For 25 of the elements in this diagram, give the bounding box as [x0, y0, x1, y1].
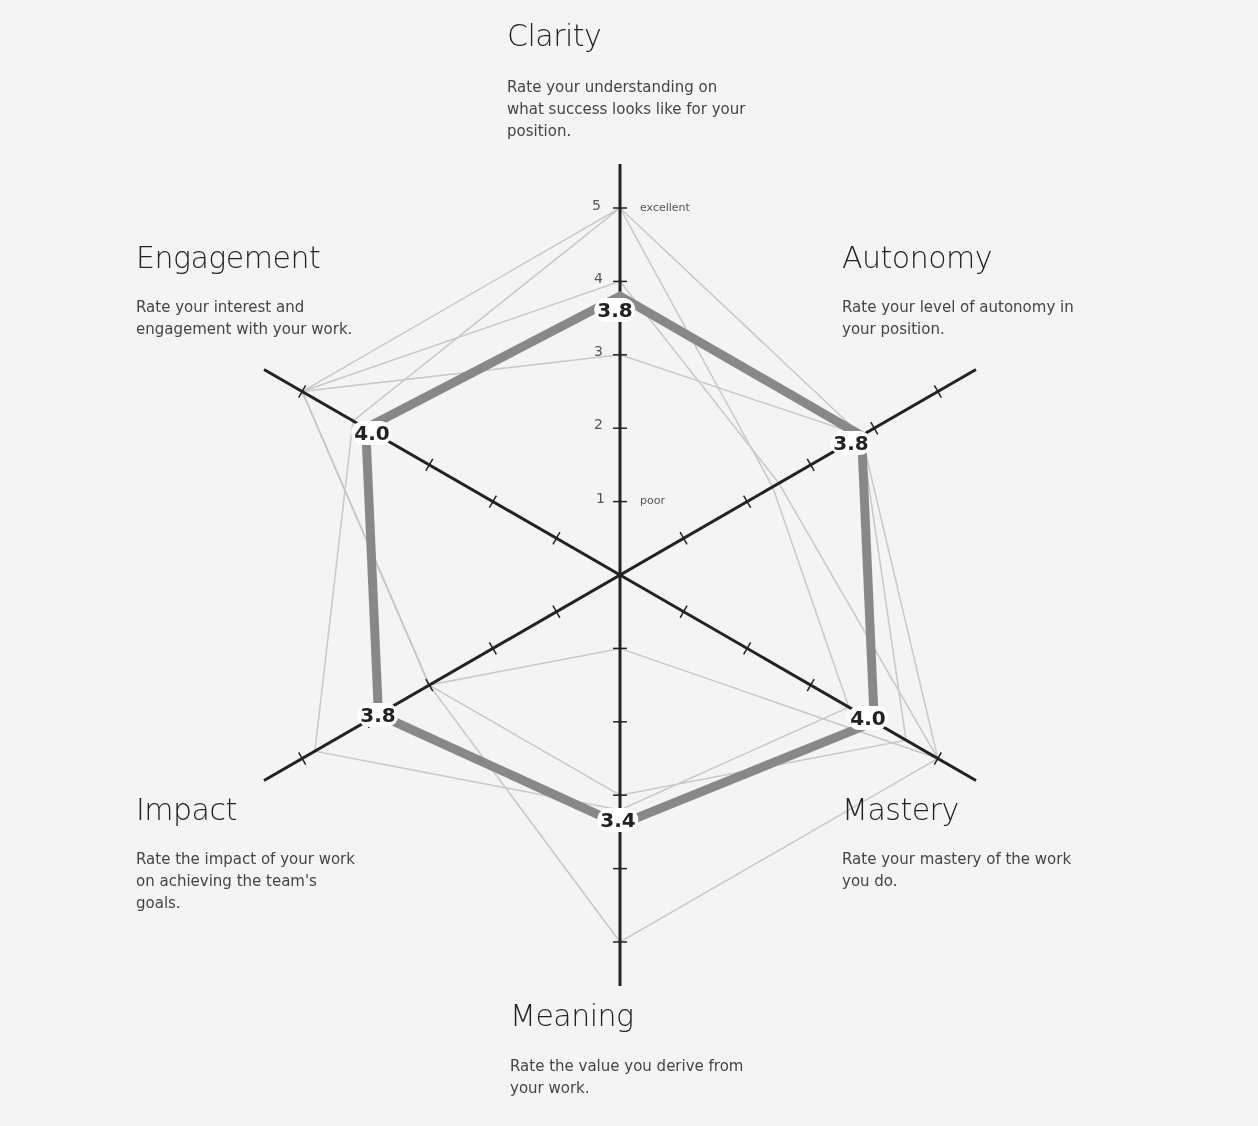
axis-description: Rate your interest and engagement with your work. [136, 297, 354, 340]
axis-title: Clarity [507, 18, 602, 53]
value-label: 3.8 [357, 703, 399, 727]
axis-description: Rate your level of autonomy in your position. [842, 297, 1075, 340]
value-label: 3.8 [830, 431, 872, 455]
axis-title: Engagement [136, 240, 321, 275]
axis-description: Rate the value you derive from your work. [510, 1056, 745, 1099]
tick-label: 1 [596, 490, 605, 506]
tick-label: 3 [594, 343, 603, 359]
tick-label: 2 [594, 416, 603, 432]
tick-label: 5 [592, 197, 601, 213]
tick-label: 4 [594, 270, 603, 286]
value-label: 4.0 [351, 421, 393, 445]
axis-description: Rate your mastery of the work you do. [842, 849, 1073, 892]
axis-title: Meaning [510, 998, 634, 1033]
axis-description: Rate the impact of your work on achieving the team's goals. [136, 849, 356, 914]
scale-label: excellent [640, 201, 690, 214]
value-label: 3.4 [597, 808, 639, 832]
axis-title: Mastery [842, 792, 959, 827]
value-label: 3.8 [594, 298, 636, 322]
axis-title: Impact [136, 792, 237, 827]
axis-description: Rate your understanding on what success looks like for your position. [507, 77, 747, 142]
scale-label: poor [640, 494, 665, 507]
axis-title: Autonomy [842, 240, 992, 275]
value-label: 4.0 [847, 706, 889, 730]
